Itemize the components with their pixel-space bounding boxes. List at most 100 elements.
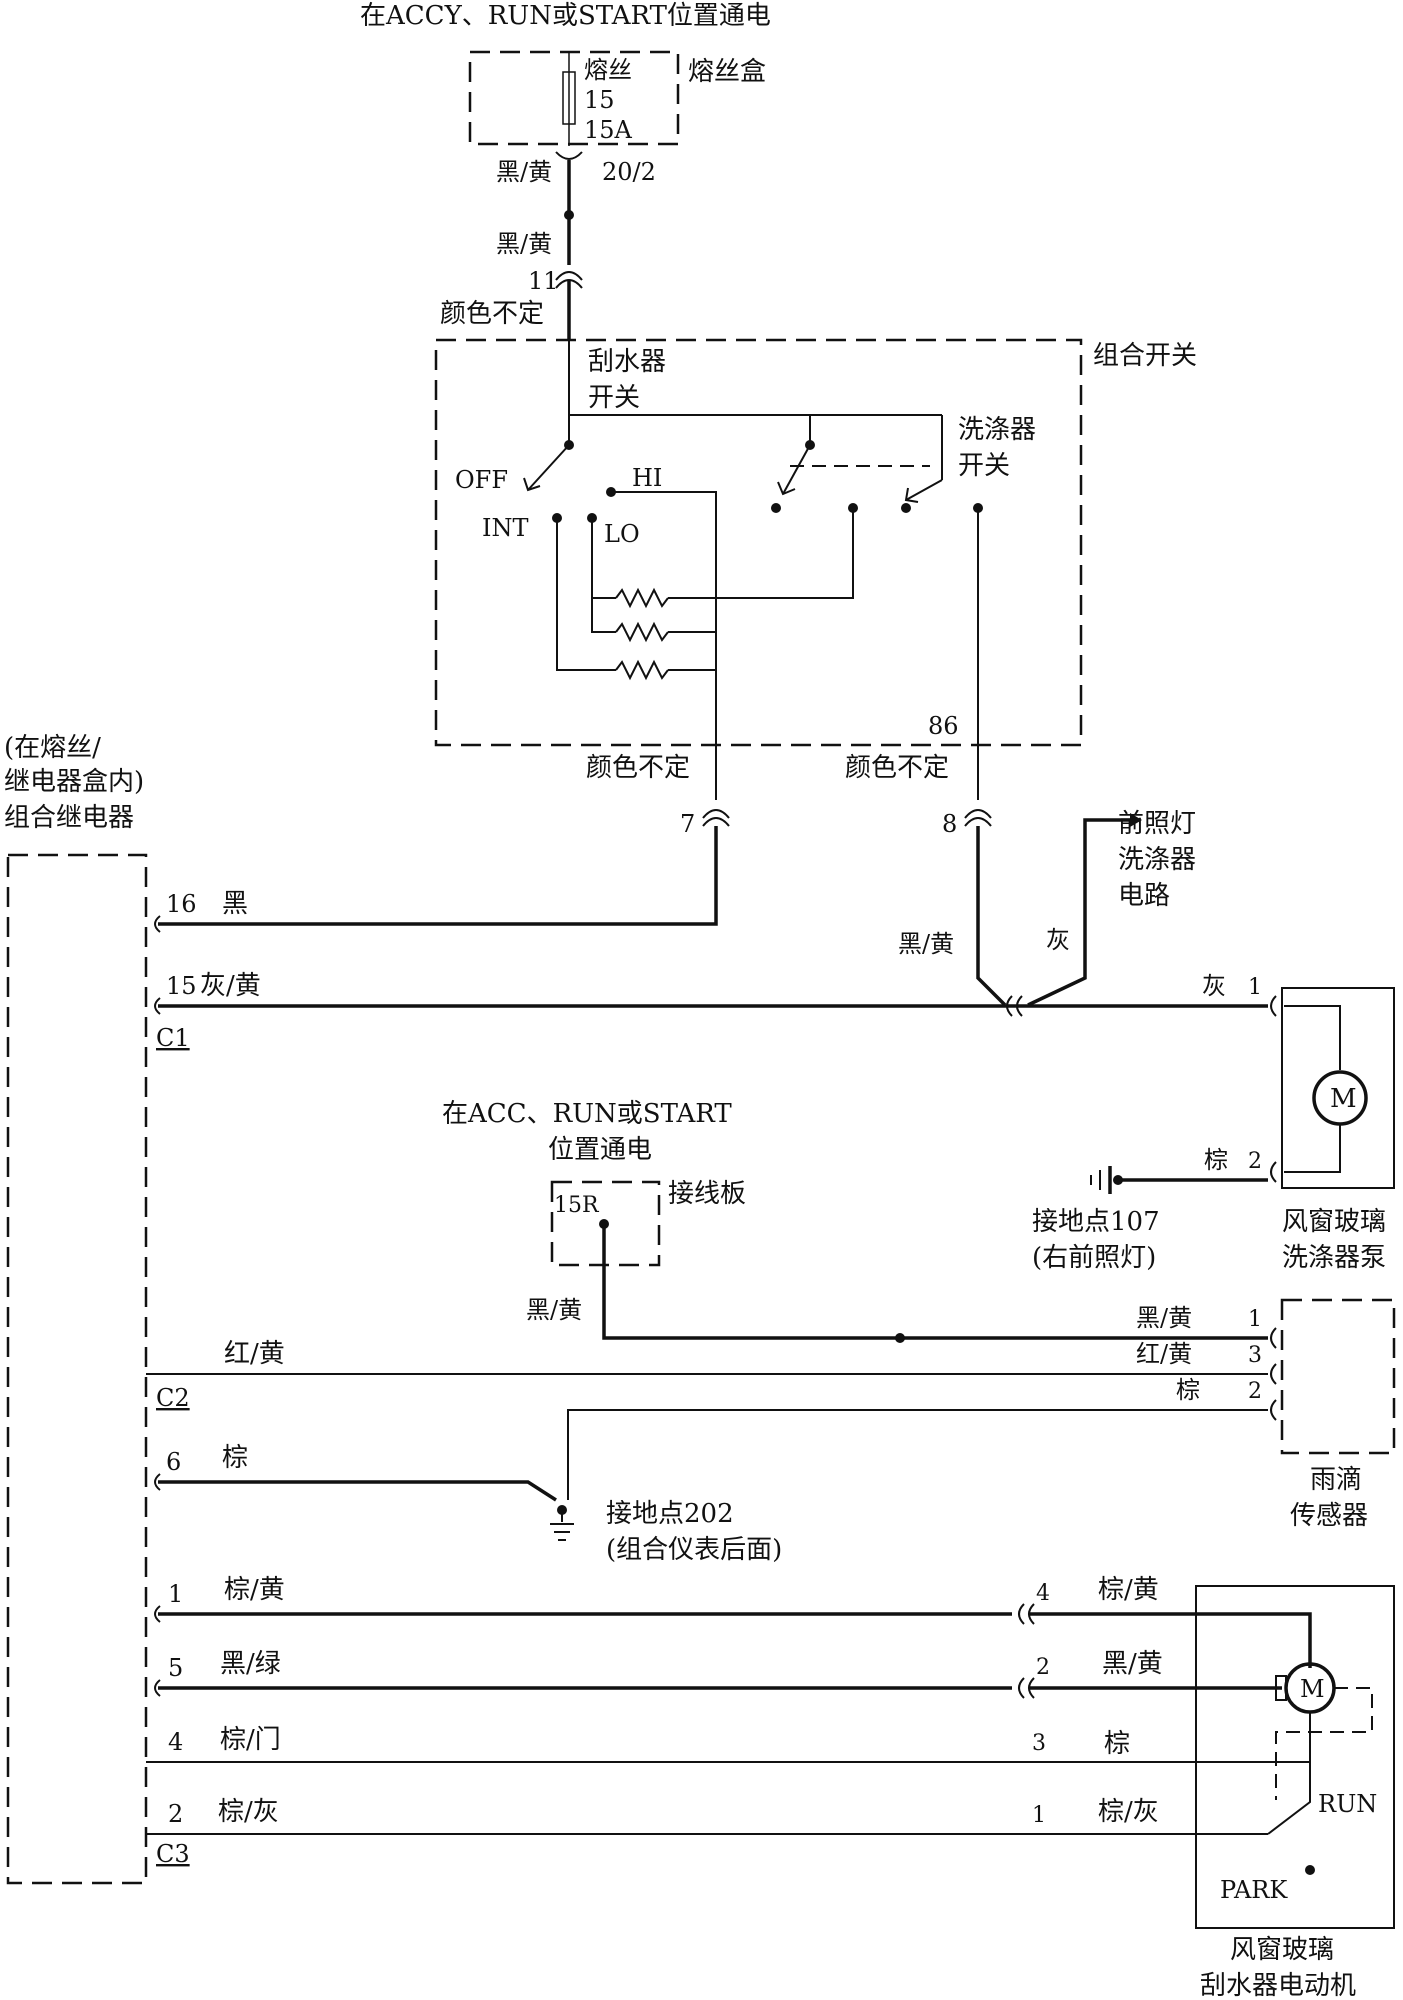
pin-86-label: 86 (928, 712, 959, 740)
motor-pin-4-wire-color: 棕/黄 (1098, 1575, 1159, 1605)
c3-pin-4-label: 4 (168, 1728, 183, 1756)
rain-wire-brown: 棕 (1176, 1376, 1200, 1404)
combination-switch: 组合开关 刮水器 开关 洗涤器 开关 OFF HI INT LO (434, 338, 1197, 800)
connector-8-icon-2 (964, 817, 992, 827)
connector-20-2-label: 20/2 (602, 158, 656, 186)
motor-pin-2-wire-color: 黑/黄 (1102, 1649, 1163, 1679)
c2-wire-color: 红/黄 (224, 1339, 285, 1369)
motor-pin-1-wire-color: 棕/灰 (1098, 1797, 1159, 1827)
pump-pin-2-label: 2 (1248, 1149, 1262, 1174)
wiper-motor-outline (1195, 1585, 1395, 1929)
rain-sensor-label-1: 雨滴 (1310, 1465, 1362, 1495)
wire-c2-6-brown (158, 1480, 557, 1502)
wire-c1-16-black (158, 826, 718, 926)
washer-switch-label-1: 洗涤器 (958, 415, 1036, 445)
washer-arrow-icon-2 (904, 487, 919, 503)
connector-c3-label: C3 (156, 1840, 190, 1868)
wire-color-gray-2: 灰 (1202, 972, 1226, 1000)
rain-wire-bk-yel: 黑/黄 (1136, 1304, 1192, 1332)
c2-pin-6-connector (154, 1473, 161, 1491)
washer-pump-label-1: 风窗玻璃 (1282, 1207, 1386, 1237)
wire-color-bk-yel-1: 黑/黄 (496, 158, 552, 186)
rain-wire-red-yel: 红/黄 (1136, 1340, 1192, 1368)
pump-internal-wire-2 (1284, 1124, 1341, 1173)
rain-pin-1-label: 1 (1248, 1307, 1262, 1332)
connector-c1-label: C1 (156, 1024, 190, 1052)
wiper-switch-label-2: 开关 (588, 383, 640, 413)
wiper-switch-label-1: 刮水器 (588, 347, 666, 377)
wire-15r-bk-yel (602, 1224, 1268, 1340)
c3-pin-1-wire-color: 棕/黄 (224, 1575, 285, 1605)
rain-sensor-outline (1280, 1298, 1396, 1455)
pin-8-label: 8 (942, 810, 957, 838)
park-label: PARK (1220, 1876, 1288, 1904)
resistor-icon-2 (615, 621, 669, 643)
resistor-icon-3 (615, 659, 669, 681)
fuse-rating-label: 15A (584, 116, 633, 144)
combination-switch-label: 组合开关 (1093, 341, 1197, 371)
connector-7-icon-2 (702, 817, 730, 827)
motor-pin-4-connector (1018, 1603, 1025, 1625)
off-position-label: OFF (455, 466, 508, 494)
wire-color-brown-pump: 棕 (1204, 1146, 1228, 1174)
run-label: RUN (1318, 1790, 1377, 1818)
wiper-motor-label-1: 风窗玻璃 (1230, 1935, 1334, 1965)
windshield-wiper-motor: M RUN PARK (1195, 1585, 1395, 1929)
washer-arrow-icon-1 (777, 481, 796, 496)
c3-pin-2-wire-color: 棕/灰 (218, 1797, 279, 1827)
rain-pin-1-connector (1270, 1327, 1277, 1349)
washer-contact-a (771, 503, 781, 513)
ground-202-label: 接地点202 (606, 1499, 734, 1529)
connector-8-icon (964, 809, 992, 819)
combination-switch-outline (434, 338, 1083, 747)
wiper-switch-blade (527, 444, 570, 491)
lo-position-label: LO (604, 520, 640, 548)
combination-relay-box (6, 853, 148, 1885)
rain-pin-3-label: 3 (1248, 1343, 1262, 1368)
ground-107-label: 接地点107 (1032, 1207, 1160, 1237)
power-source-top-label: 在ACCY、RUN或START位置通电 (360, 1, 771, 31)
wiper-motor-letter: M (1300, 1675, 1325, 1703)
resistor-icon-1 (615, 587, 669, 609)
motor-pin-3-wire-color: 棕 (1104, 1729, 1130, 1759)
wire-gray-headlamp (1027, 818, 1140, 1007)
terminal-15r-label: 15R (554, 1193, 600, 1218)
ground-202-location: (组合仪表后面) (606, 1535, 782, 1565)
park-switch-blade (1267, 1762, 1311, 1835)
switch-output-wire-7 (611, 491, 717, 800)
splice-dot-mid (895, 1333, 905, 1343)
color-variable-label-3: 颜色不定 (845, 753, 949, 783)
park-contact (1305, 1865, 1315, 1875)
pump-pin-2-connector (1270, 1161, 1277, 1183)
c1-pin-15-connector (154, 997, 161, 1015)
c1-pin-16-connector (154, 915, 161, 933)
c3-pin-4-wire-color: 棕/门 (220, 1725, 281, 1755)
pump-pin-1-label: 1 (1248, 975, 1262, 1000)
ground-107-icon (1090, 1166, 1112, 1194)
c1-pin-16-wire-color: 黑 (222, 889, 248, 919)
windshield-washer-pump: M (1270, 987, 1395, 1189)
lo-wire-2 (591, 560, 616, 633)
motor-pin-1-label: 1 (1032, 1803, 1046, 1828)
washer-pump-outline (1281, 987, 1395, 1189)
wiper-switch-arrow-icon (523, 477, 541, 492)
ground-202-icon (550, 1510, 574, 1541)
c1-pin-15-label: 15 (166, 972, 197, 1000)
park-cam-link (1275, 1687, 1373, 1800)
fuse-box-outline (468, 50, 680, 146)
fuse-box-label: 熔丝盒 (688, 57, 766, 87)
rain-pin-2-label: 2 (1248, 1379, 1262, 1404)
c3-pin-5-wire-color: 黑/绿 (220, 1649, 281, 1679)
motor-pin-2-label: 2 (1036, 1655, 1050, 1680)
connector-11-icon (555, 271, 583, 281)
connector-20-2-icon (555, 151, 583, 160)
rain-pin-3-connector (1270, 1363, 1277, 1385)
wire-color-bk-yel-4: 黑/黄 (526, 1296, 582, 1324)
relay-location-label-2: 继电器盒内) (4, 767, 144, 797)
fuse-box: 熔丝 15 15A 熔丝盒 (468, 50, 766, 146)
splice-connector-gray-2 (1016, 995, 1023, 1017)
motor-pin-2-connector (1018, 1677, 1025, 1699)
rain-sensor-label-2: 传感器 (1290, 1501, 1368, 1531)
headlamp-washer-label-2: 洗涤器 (1118, 845, 1196, 875)
